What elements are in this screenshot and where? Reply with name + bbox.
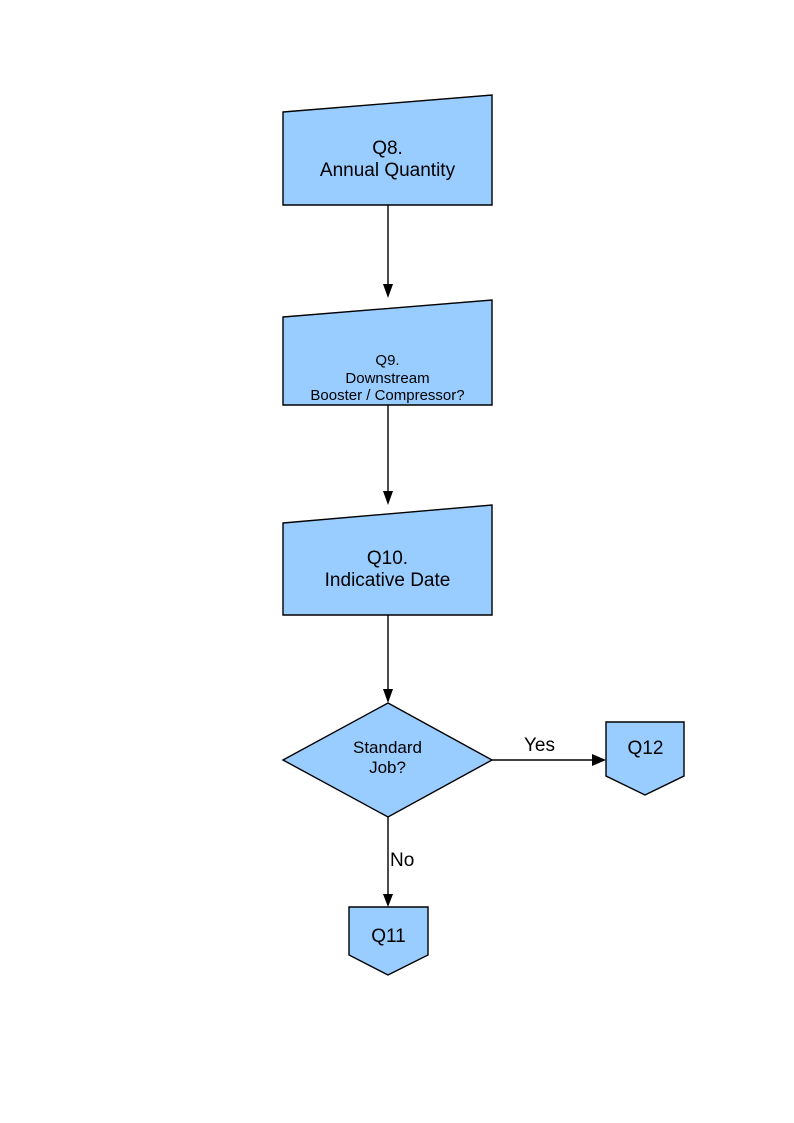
- node-q10-shape[interactable]: [282, 504, 493, 616]
- edge-decision-q11-label: No: [390, 850, 415, 871]
- edge-decision-q12-label: Yes: [524, 735, 555, 756]
- node-q11-shape[interactable]: [348, 906, 429, 976]
- edge-decision-q12-arrowhead: [592, 754, 606, 766]
- node-q8-shape[interactable]: [282, 94, 493, 206]
- node-q9-shape[interactable]: [282, 299, 493, 406]
- edge-decision-q11-arrowhead: [383, 894, 393, 907]
- node-decision-shape[interactable]: [281, 702, 494, 818]
- node-q12-shape[interactable]: [605, 721, 685, 796]
- edge-q8-q9-arrowhead: [383, 284, 393, 298]
- edge-q9-q10-arrowhead: [383, 491, 393, 505]
- edge-q10-decision-arrowhead: [383, 689, 393, 703]
